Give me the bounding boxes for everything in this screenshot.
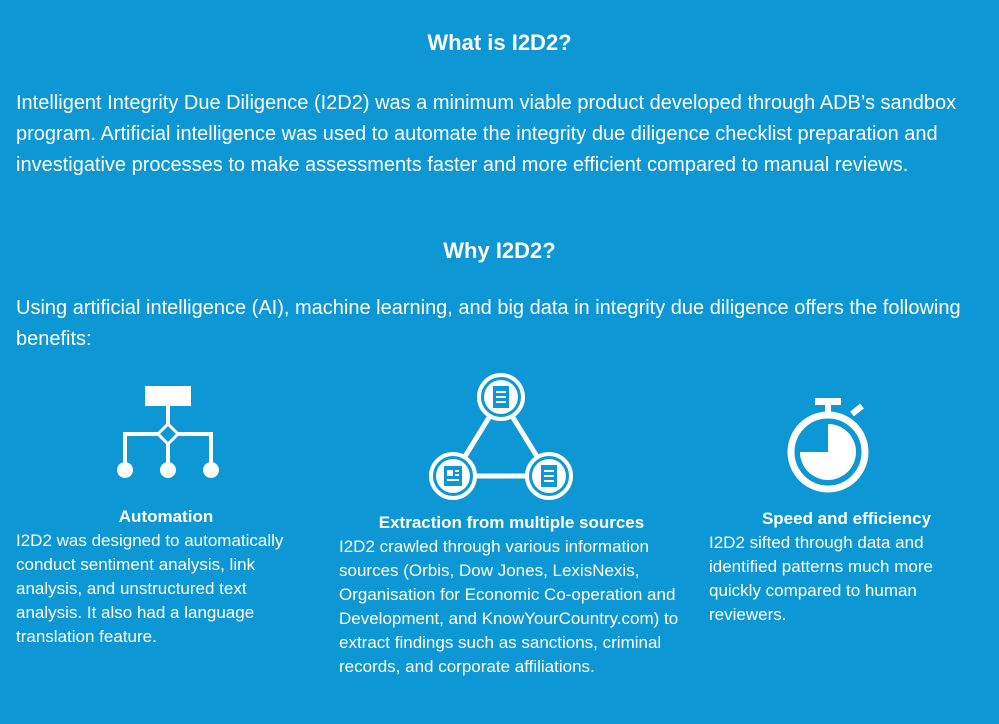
benefit-extraction: Extraction from multiple sources I2D2 cr…	[339, 511, 684, 679]
benefit-title: Extraction from multiple sources	[378, 513, 645, 532]
why-title: Why I2D2?	[443, 238, 556, 263]
benefit-text: I2D2 crawled through various information…	[339, 537, 679, 676]
benefit-title: Automation	[118, 507, 214, 526]
what-title: What is I2D2?	[427, 30, 572, 55]
hierarchy-icon	[117, 386, 219, 478]
benefit-speed: Speed and efficiency I2D2 sifted through…	[709, 507, 984, 627]
benefit-automation: Automation I2D2 was designed to automati…	[16, 505, 316, 649]
what-paragraph: Intelligent Integrity Due Diligence (I2D…	[16, 92, 957, 176]
stopwatch-icon	[787, 398, 869, 493]
why-paragraph: Using artificial intelligence (AI), mach…	[16, 297, 961, 350]
benefit-title: Speed and efficiency	[761, 509, 932, 528]
network-documents-icon	[429, 373, 573, 500]
benefit-text: I2D2 sifted through data and identified …	[709, 533, 933, 624]
benefit-text: I2D2 was designed to automatically condu…	[16, 531, 284, 646]
